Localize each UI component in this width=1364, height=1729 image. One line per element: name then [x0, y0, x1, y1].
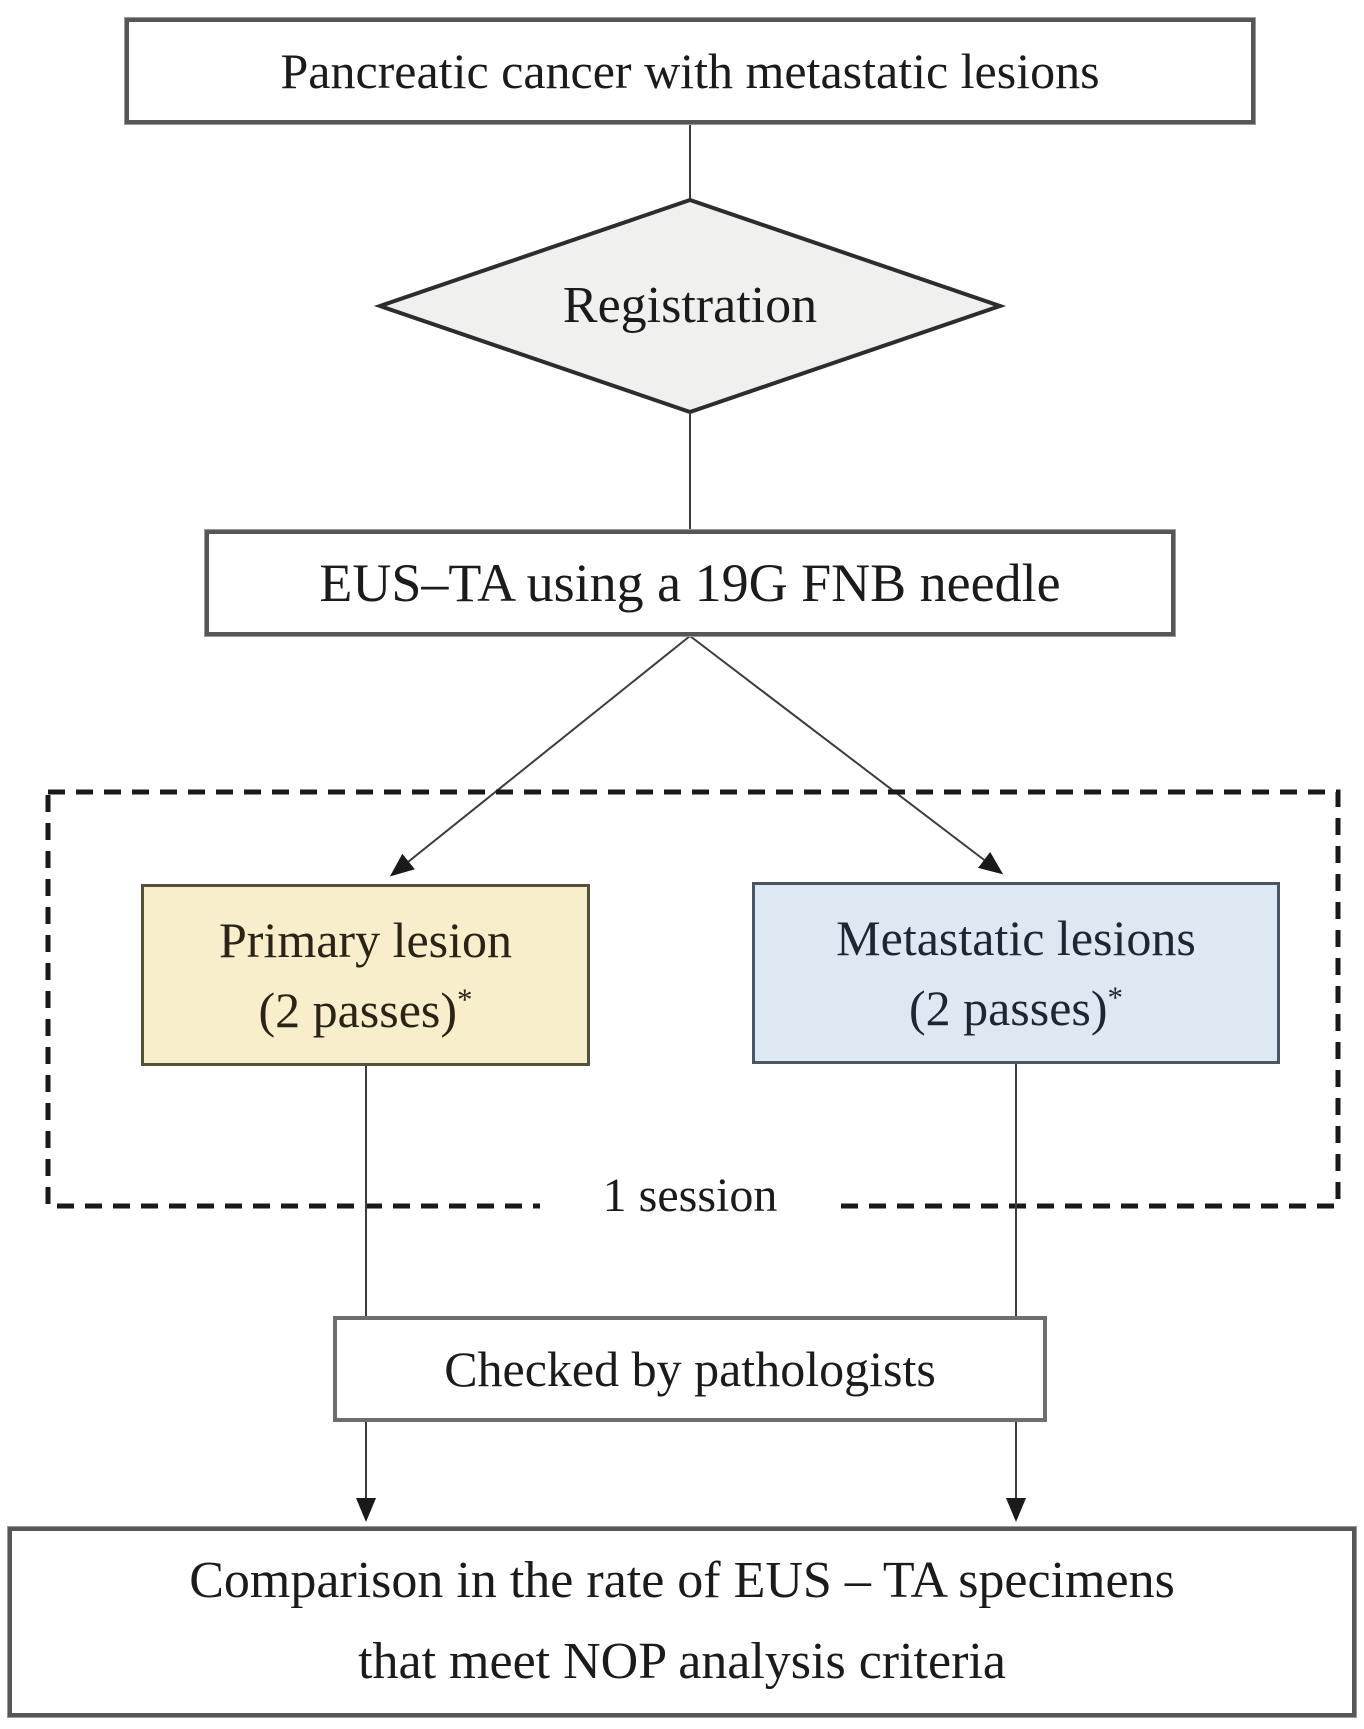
node-primary-lesion-line1: Primary lesion: [218, 912, 513, 968]
registration-diamond-label: Registration: [380, 200, 1000, 412]
session-label-text: 1 session: [602, 1168, 778, 1222]
connector-eusta-to-metastatic: [689, 635, 1004, 875]
session-label: 1 session: [540, 1158, 840, 1234]
node-primary-lesion-line2: (2 passes)*: [258, 975, 472, 1045]
node-metastatic-lesions-line2: (2 passes)*: [909, 973, 1123, 1043]
node-pancreatic-cancer: Pancreatic cancer with metastatic lesion…: [125, 18, 1255, 124]
node-comparison: Comparison in the rate of EUS – TA speci…: [8, 1527, 1356, 1717]
node-primary-lesion-asterisk: *: [457, 981, 473, 1017]
node-primary-lesion: Primary lesion (2 passes)*: [141, 884, 590, 1066]
node-metastatic-lesions: Metastatic lesions (2 passes)*: [752, 882, 1280, 1064]
node-pancreatic-cancer-label: Pancreatic cancer with metastatic lesion…: [280, 42, 1100, 99]
node-comparison-line2: that meet NOP analysis criteria: [358, 1633, 1006, 1690]
session-dashed-box: [45, 789, 1341, 1209]
connector-eusta-to-primary: [389, 635, 691, 877]
node-metastatic-lesions-line1: Metastatic lesions: [836, 910, 1196, 966]
node-checked-by-pathologists-label: Checked by pathologists: [444, 1340, 936, 1397]
registration-text: Registration: [562, 277, 818, 335]
node-checked-by-pathologists: Checked by pathologists: [333, 1316, 1047, 1422]
node-metastatic-lesions-passes: (2 passes): [908, 980, 1108, 1036]
node-metastatic-lesions-asterisk: *: [1107, 979, 1124, 1015]
node-eus-ta: EUS–TA using a 19G FNB needle: [205, 530, 1175, 636]
node-comparison-line1: Comparison in the rate of EUS – TA speci…: [189, 1552, 1175, 1610]
node-primary-lesion-passes: (2 passes): [258, 982, 458, 1038]
node-eus-ta-label: EUS–TA using a 19G FNB needle: [319, 552, 1061, 613]
